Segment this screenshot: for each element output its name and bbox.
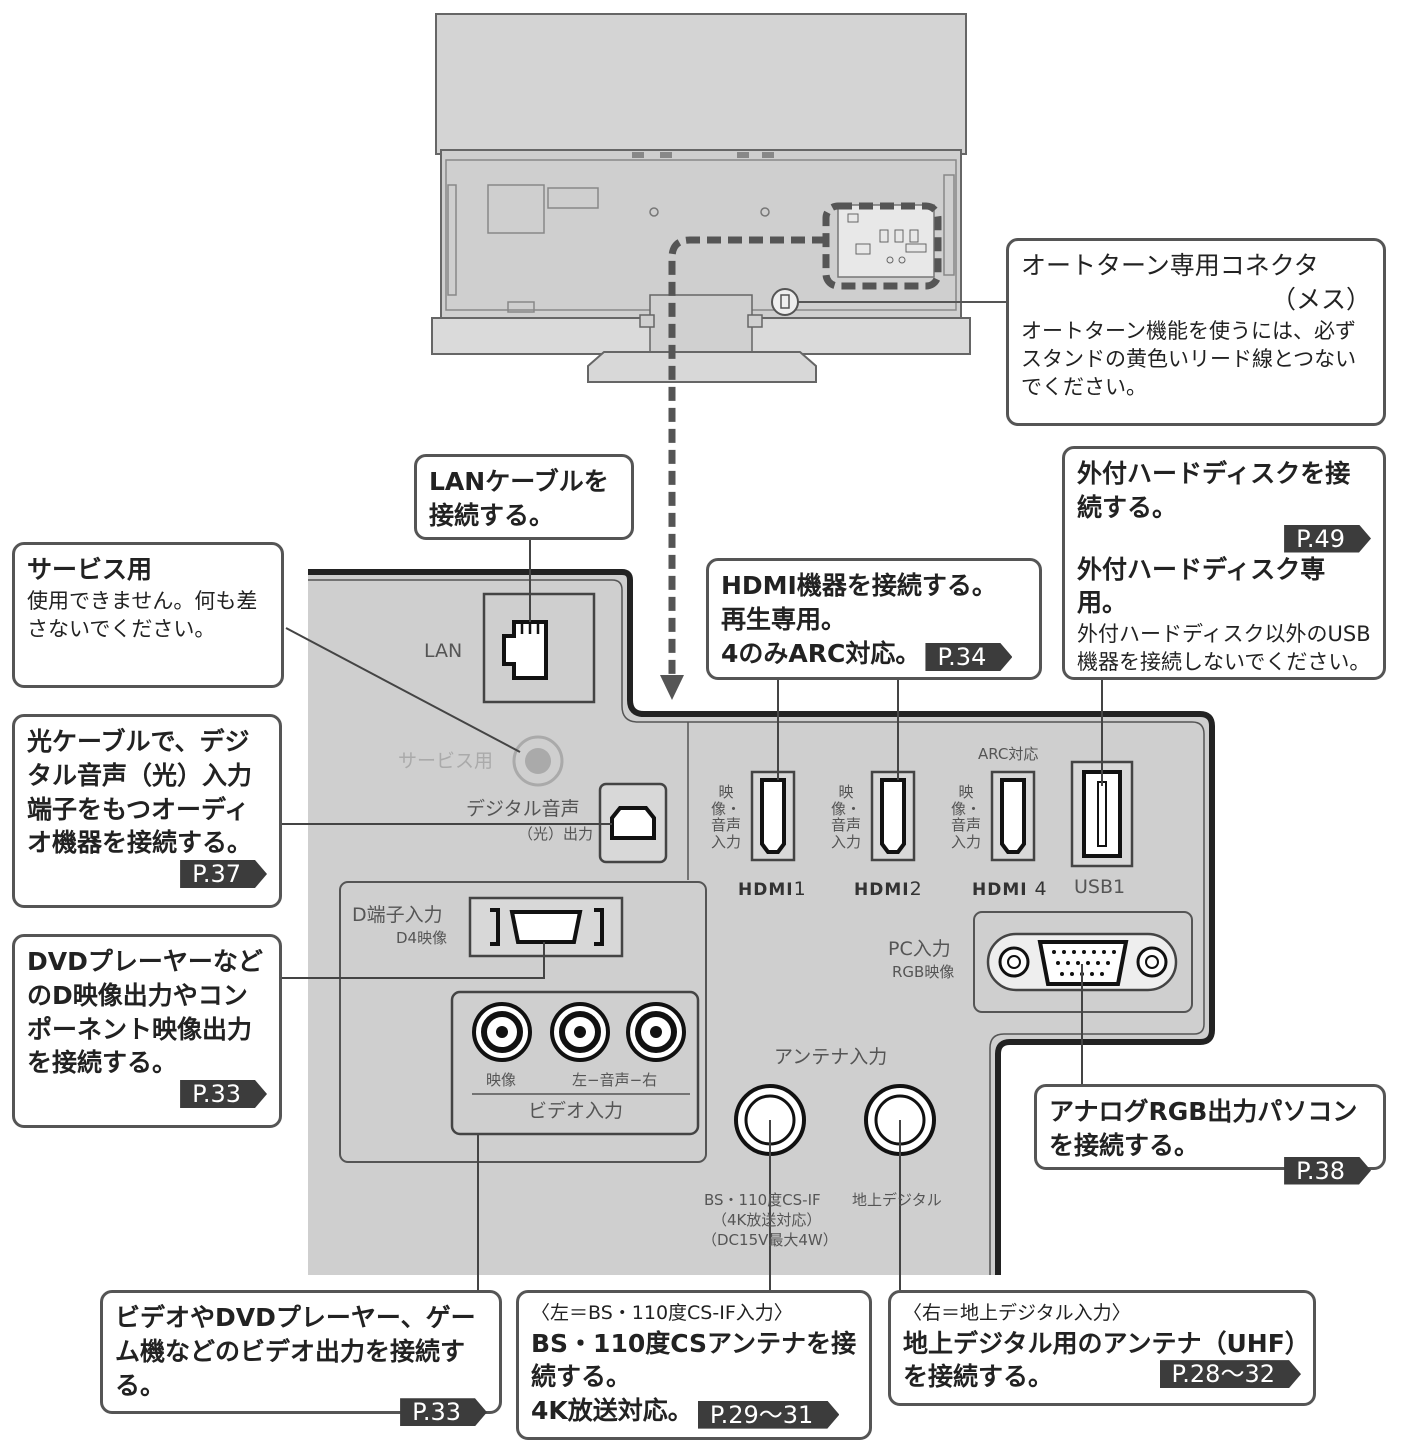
hdmi-port-1 bbox=[750, 770, 796, 862]
hdmi-port-2 bbox=[870, 770, 916, 862]
hdmi1-av-label: 映像・音声入力 bbox=[710, 783, 741, 851]
bs-antenna-callout: 〈左＝BS・110度CS-IF入力〉 BS・110度CSアンテナを接続する。 4… bbox=[516, 1290, 872, 1440]
lan-label: LAN bbox=[424, 640, 463, 662]
terrestrial-page-ref: P.28〜32 bbox=[1160, 1360, 1301, 1388]
tv-back-illustration bbox=[431, 13, 1006, 700]
bs-callout-note: 〈左＝BS・110度CS-IF入力〉 bbox=[531, 1302, 793, 1324]
hdmi-callout-line3: 4のみARC対応。 bbox=[721, 638, 921, 668]
service-port-label: サービス用 bbox=[398, 750, 494, 772]
autoturn-callout: オートターン専用コネクタ （メス） オートターン機能を使うには、必ずスタンドの黄… bbox=[1006, 238, 1386, 426]
rca-audio-right-jack bbox=[626, 1002, 686, 1062]
terrestrial-antenna-callout: 〈右＝地上デジタル入力〉 地上デジタル用のアンテナ（UHF）を接続する。 P.2… bbox=[888, 1290, 1316, 1406]
pc-callout-text: アナログRGB出力パソコンを接続する。 bbox=[1049, 1097, 1358, 1160]
d-terminal-page-ref: P.33 bbox=[180, 1080, 267, 1108]
usb-label: USB1 bbox=[1074, 876, 1126, 898]
pc-input-label: PC入力 bbox=[888, 938, 951, 960]
pc-page-ref: P.38 bbox=[1284, 1157, 1371, 1185]
hdmi2-av-label: 映像・音声入力 bbox=[830, 783, 861, 851]
lan-callout-text: LANケーブルを接続する。 bbox=[429, 467, 609, 530]
hdmi-callout: HDMI機器を接続する。 再生専用。 4のみARC対応。 P.34 bbox=[706, 558, 1042, 680]
arc-label: ARC対応 bbox=[978, 745, 1039, 763]
lan-callout: LANケーブルを接続する。 bbox=[414, 454, 634, 540]
terrestrial-callout-note: 〈右＝地上デジタル入力〉 bbox=[903, 1302, 1131, 1324]
video-jack-label: 映像 bbox=[486, 1071, 517, 1089]
digital-audio-label: デジタル音声 bbox=[466, 798, 580, 820]
usb-callout: 外付ハードディスクを接続する。 P.49 外付ハードディスク専用。 外付ハードデ… bbox=[1062, 446, 1386, 680]
bs-callout-text: BS・110度CSアンテナを接続する。 bbox=[531, 1328, 857, 1392]
hdmi2-logo: HDMI2 bbox=[854, 878, 923, 900]
hdmi4-logo: HDMI 4 bbox=[972, 878, 1048, 900]
bs-callout-4k: 4K放送対応。 bbox=[531, 1396, 693, 1426]
terrestrial-antenna-label: 地上デジタル bbox=[852, 1191, 942, 1209]
rca-audio-left-jack bbox=[550, 1002, 610, 1062]
video-callout-text: ビデオやDVDプレーヤー、ゲーム機などのビデオ出力を接続する。 bbox=[115, 1303, 476, 1400]
antenna-input-label: アンテナ入力 bbox=[774, 1046, 888, 1068]
rca-video-jack bbox=[472, 1002, 532, 1062]
video-page-ref: P.33 bbox=[400, 1398, 487, 1426]
d-terminal-callout-text: DVDプレーヤーなどのD映像出力やコンポーネント映像出力を接続する。 bbox=[27, 947, 263, 1078]
hdmi1-logo: HDMI1 bbox=[738, 878, 807, 900]
service-callout: サービス用 使用できません。何も差さないでください。 bbox=[12, 542, 284, 688]
hdmi4-av-label: 映像・音声入力 bbox=[950, 783, 981, 851]
hdmi-callout-line2: 再生専用。 bbox=[721, 604, 847, 634]
usb-callout-title: 外付ハードディスクを接続する。 bbox=[1077, 459, 1351, 522]
bs-antenna-sublabel-4k: （4K放送対応） bbox=[712, 1211, 822, 1229]
autoturn-body: オートターン機能を使うには、必ずスタンドの黄色いリード線とつないでください。 bbox=[1021, 318, 1357, 400]
bs-page-ref: P.29〜31 bbox=[698, 1401, 839, 1429]
autoturn-title: オートターン専用コネクタ bbox=[1021, 251, 1319, 280]
usb-callout-body: 外付ハードディスク以外のUSB機器を接続しないでください。 bbox=[1077, 622, 1371, 675]
hdmi-callout-line1: HDMI機器を接続する。 bbox=[721, 571, 997, 600]
service-callout-title: サービス用 bbox=[27, 555, 153, 584]
hdmi-page-ref: P.34 bbox=[925, 643, 1012, 671]
service-callout-body: 使用できません。何も差さないでください。 bbox=[27, 588, 258, 642]
video-callout: ビデオやDVDプレーヤー、ゲーム機などのビデオ出力を接続する。 P.33 bbox=[100, 1290, 502, 1414]
bs-antenna-sublabel-dc: （DC15V最大4W） bbox=[702, 1231, 838, 1249]
optical-callout-text: 光ケーブルで、デジタル音声（光）入力端子をもつオーディオ機器を接続する。 bbox=[27, 727, 253, 858]
d-terminal-label: D端子入力 bbox=[352, 904, 443, 926]
usb-callout-title2: 外付ハードディスク専用。 bbox=[1077, 554, 1326, 618]
d-terminal-callout: DVDプレーヤーなどのD映像出力やコンポーネント映像出力を接続する。 P.33 bbox=[12, 934, 282, 1128]
video-input-label: ビデオ入力 bbox=[528, 1100, 624, 1122]
digital-audio-sublabel: （光）出力 bbox=[518, 825, 594, 843]
d-terminal-sublabel: D4映像 bbox=[396, 929, 448, 947]
pc-input-sublabel: RGB映像 bbox=[892, 963, 955, 981]
hdmi-port-4 bbox=[990, 770, 1036, 862]
optical-callout: 光ケーブルで、デジタル音声（光）入力端子をもつオーディオ機器を接続する。 P.3… bbox=[12, 714, 282, 908]
audio-jack-label: 左−音声−右 bbox=[572, 1071, 658, 1089]
terrestrial-callout-text: 地上デジタル用のアンテナ（UHF）を接続する。 bbox=[903, 1328, 1298, 1392]
usb-page-ref: P.49 bbox=[1284, 525, 1371, 553]
bs-antenna-label: BS・110度CS-IF bbox=[704, 1191, 821, 1209]
pc-callout: アナログRGB出力パソコンを接続する。 P.38 bbox=[1034, 1084, 1386, 1170]
terminal-panel bbox=[308, 569, 1215, 1275]
autoturn-title-female: （メス） bbox=[1270, 284, 1371, 314]
leader-lines bbox=[282, 540, 1103, 1290]
optical-page-ref: P.37 bbox=[180, 860, 267, 888]
